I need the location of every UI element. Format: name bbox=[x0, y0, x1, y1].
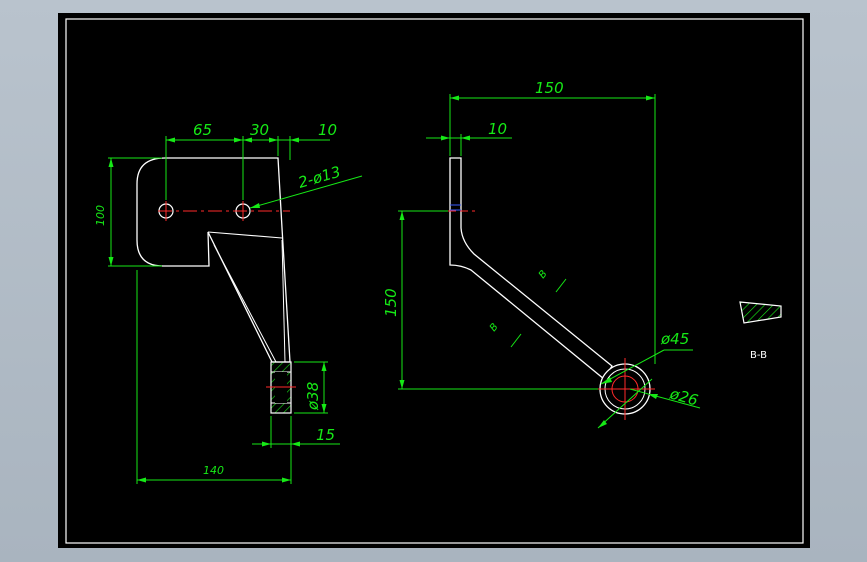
dim-10-right: 10 bbox=[488, 120, 507, 138]
rib-inner-edge bbox=[213, 244, 277, 363]
section-b-b: B-B bbox=[739, 301, 782, 361]
dim-150-vertical: 150 bbox=[382, 288, 400, 317]
dim-dia-45: ø45 bbox=[660, 330, 689, 348]
dim-100: 100 bbox=[94, 205, 107, 226]
section-profile bbox=[739, 301, 782, 324]
left-arrowheads bbox=[108, 137, 327, 483]
section-cut-mark-1 bbox=[555, 278, 567, 293]
sheet-border bbox=[65, 18, 804, 544]
section-label: B-B bbox=[750, 350, 767, 361]
right-arrowheads bbox=[399, 95, 658, 428]
rib-top-edge bbox=[207, 231, 283, 239]
right-view: B B bbox=[382, 79, 701, 429]
dim-140: 140 bbox=[203, 464, 224, 477]
bracket-outline bbox=[136, 157, 291, 363]
rib-back-edge bbox=[281, 239, 286, 363]
dim-15: 15 bbox=[316, 426, 335, 444]
drawing-sheet bbox=[58, 13, 810, 548]
section-cut-mark-2 bbox=[510, 333, 522, 348]
dim-dia-38: ø38 bbox=[304, 382, 322, 411]
right-dimension-lines bbox=[398, 94, 701, 429]
dim-30: 30 bbox=[250, 121, 269, 139]
dim-65: 65 bbox=[193, 121, 212, 139]
dim-150-horizontal: 150 bbox=[535, 79, 564, 97]
left-dimension-lines bbox=[108, 136, 363, 484]
dim-10-left: 10 bbox=[318, 121, 337, 139]
arm-outline bbox=[449, 157, 613, 380]
